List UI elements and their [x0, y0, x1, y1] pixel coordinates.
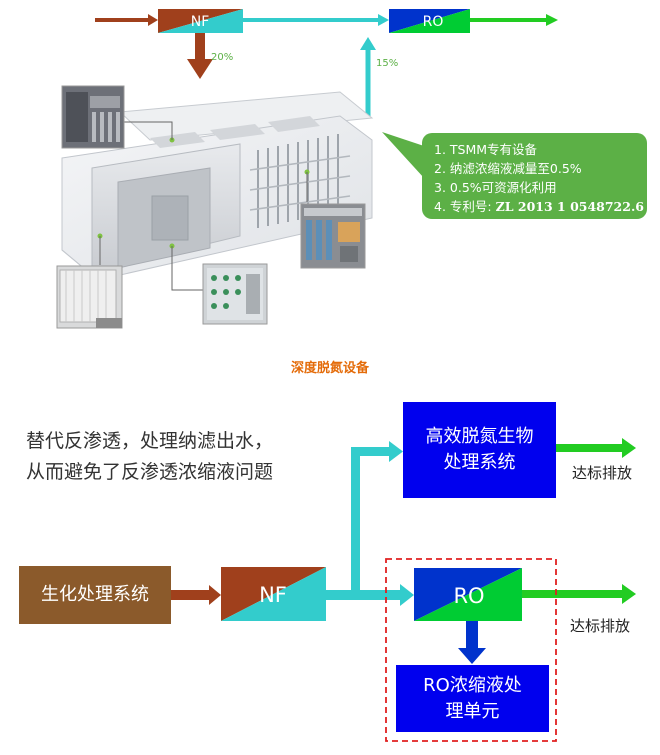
photo-inset-machine-room — [61, 85, 125, 149]
top-nf-to-ro-arrow — [243, 14, 389, 26]
top-ro-box: RO — [389, 9, 470, 33]
equipment-container-illustration — [61, 91, 374, 281]
top-nf-box: NF — [158, 9, 243, 33]
ro-concentrate-treatment-box: RO浓缩液处 理单元 — [396, 665, 549, 732]
top-equipment-to-ro-pct: 15% — [376, 58, 398, 69]
description-line-2: 从而避免了反渗透浓缩液问题 — [26, 461, 274, 483]
callout-line-4: 4. 专利号: ZL 2013 1 0548722.6 — [434, 197, 644, 216]
photo-inset-membrane-rack — [300, 203, 366, 269]
discharge-label-bottom: 达标排放 — [570, 617, 631, 635]
callout-patent-prefix: 4. 专利号: — [434, 199, 492, 214]
ro-concentrate-line-1: RO浓缩液处 — [423, 674, 522, 696]
bio-n-removal-line-2: 处理系统 — [443, 452, 516, 473]
photo-inset-container-door — [56, 265, 123, 329]
discharge-label-top: 达标排放 — [572, 464, 633, 482]
callout-patent-number: ZL 2013 1 0548722.6 — [495, 199, 644, 214]
ro-concentrate-line-2: 理单元 — [445, 700, 500, 722]
top-nf-label: NF — [191, 14, 210, 30]
features-callout-bubble — [382, 132, 647, 219]
biochemical-treatment-box: 生化处理系统 — [19, 566, 171, 624]
photo-inset-control-panel — [202, 263, 268, 325]
description-line-1: 替代反渗透，处理纳滤出水， — [26, 430, 274, 452]
equipment-caption: 深度脱氮设备 — [290, 361, 369, 376]
features-callout-text: 1. TSMM专有设备 2. 纳滤浓缩液减量至0.5% 3. 0.5%可资源化利… — [434, 140, 644, 216]
callout-line-2: 2. 纳滤浓缩液减量至0.5% — [434, 161, 582, 176]
callout-line-3: 3. 0.5%可资源化利用 — [434, 180, 557, 195]
top-ro-label: RO — [423, 14, 444, 30]
top-feed-arrow — [95, 14, 158, 26]
bio-n-removal-line-1: 高效脱氮生物 — [425, 426, 534, 447]
bio-n-removal-box: 高效脱氮生物 处理系统 — [403, 402, 556, 498]
top-nf-reject-arrow — [187, 33, 213, 79]
top-ro-output-arrow — [470, 14, 558, 26]
callout-line-1: 1. TSMM专有设备 — [434, 142, 538, 157]
biochemical-treatment-label: 生化处理系统 — [41, 584, 149, 605]
description-text: 替代反渗透，处理纳滤出水， 从而避免了反渗透浓缩液问题 — [26, 426, 273, 488]
top-nf-reject-pct: 20% — [211, 52, 233, 63]
top-equipment-to-ro-arrow — [360, 37, 376, 119]
